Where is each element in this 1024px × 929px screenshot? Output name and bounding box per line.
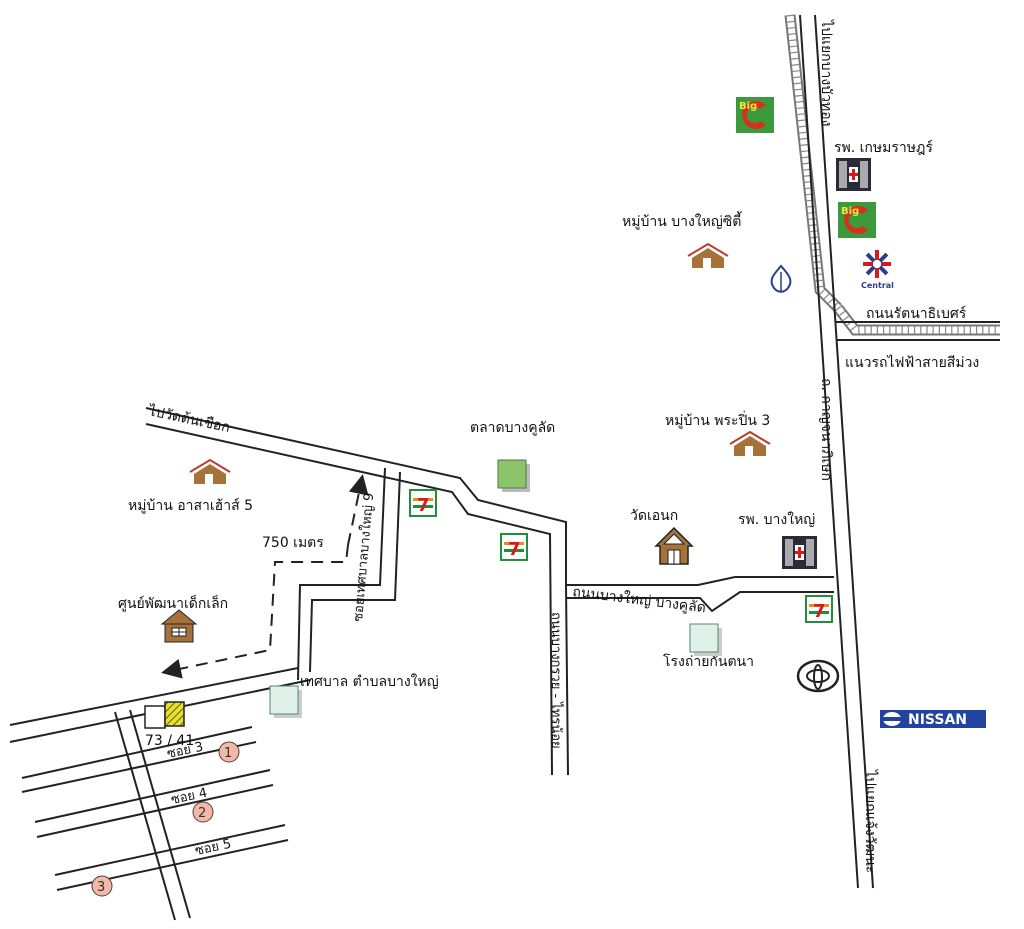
badge-3: 3 bbox=[91, 875, 113, 897]
bangkhulat-market-label: ตลาดบางคูลัด bbox=[470, 420, 555, 436]
bigc-text: Big bbox=[739, 101, 757, 112]
soi5-label: ซอย 5 bbox=[194, 837, 233, 859]
wat-en-label: วัดเอนก bbox=[630, 508, 678, 524]
hosp-kasem-label: รพ. เกษมราษฎร์ bbox=[834, 139, 933, 156]
village-house-icon bbox=[189, 458, 231, 484]
rattanathibet-label: ถนนรัตนาธิเบศร์ bbox=[866, 305, 967, 322]
child-center-label: ศูนย์พัฒนาเด็กเล็ก bbox=[118, 594, 228, 612]
seven-text: 7 bbox=[508, 539, 521, 560]
child-center-icon bbox=[160, 609, 198, 643]
rattanathibet-road bbox=[836, 321, 1000, 341]
purple-line-label: แนวรถไฟฟ้าสายสีม่วง bbox=[845, 354, 979, 371]
nissan-text: NISSAN bbox=[908, 712, 967, 728]
bigc-text: Big bbox=[841, 206, 859, 217]
hosp-bangyai-label: รพ. บางใหญ่ bbox=[738, 511, 815, 528]
badge-2: 2 bbox=[192, 801, 214, 823]
central-logo: Central bbox=[861, 250, 894, 290]
village-phrapin-label: หมู่บ้าน พระปิ่น 3 bbox=[665, 411, 770, 429]
seven-eleven-logo: 7 bbox=[805, 595, 833, 623]
target-plot bbox=[144, 701, 185, 729]
seven-text: 7 bbox=[417, 495, 430, 516]
bangkruai-road-label: ถนนบางกรวย - ไทรน้อย bbox=[548, 612, 564, 749]
purple-line-railway bbox=[784, 14, 1000, 336]
dashed-route bbox=[161, 474, 369, 679]
seven-text: 7 bbox=[813, 601, 826, 622]
badge-1-text: 1 bbox=[224, 746, 232, 761]
badge-3-text: 3 bbox=[97, 880, 105, 895]
bank-icon bbox=[770, 264, 792, 293]
soi3-label: ซอย 3 bbox=[166, 740, 205, 762]
badge-1: 1 bbox=[218, 741, 240, 763]
bigc-logo: Big bbox=[736, 97, 774, 133]
badge-2-text: 2 bbox=[198, 806, 206, 821]
village-house-icon bbox=[729, 430, 771, 456]
studio-icon bbox=[689, 623, 722, 656]
market-icon bbox=[497, 459, 530, 492]
seven-eleven-logo: 7 bbox=[500, 533, 528, 561]
central-text: Central bbox=[861, 281, 894, 290]
to-bang-bua-thong-label: ไปแยกบางบัวทอง bbox=[818, 19, 835, 126]
distance-label: 750 เมตร bbox=[262, 535, 324, 551]
ice-factory-label: โรงถ่ายกันตนา bbox=[663, 653, 754, 670]
municipality-icon bbox=[269, 685, 302, 718]
kanchanaphisek-road bbox=[799, 14, 874, 889]
house-number-label: 73 / 41 bbox=[145, 733, 194, 749]
village-asa-house-label: หมู่บ้าน อาสาเฮ้าส์ 5 bbox=[128, 497, 253, 514]
bangyai-bangkhulat-road bbox=[145, 407, 834, 776]
bangyai-bangkhulat-label: ถนนบางใหญ่ บางคูลัด bbox=[572, 583, 707, 616]
bigc-logo: Big bbox=[838, 202, 876, 238]
to-wat-ton-chueak-label: ไปวัดต้นเชือก bbox=[146, 402, 231, 436]
temple-icon bbox=[654, 526, 694, 565]
hospital-bangyai-icon bbox=[782, 536, 817, 569]
village-bangyai-city-label: หมู่บ้าน บางใหญ่ซิตี้ bbox=[622, 211, 743, 230]
village-house-icon bbox=[687, 242, 729, 268]
to-chaeng-watthana-label: ไปแยกแจ้งวัฒนะ bbox=[862, 769, 879, 873]
soi-roads bbox=[21, 709, 289, 921]
seven-eleven-logo: 7 bbox=[409, 489, 437, 517]
hospital-kasem-icon bbox=[836, 158, 871, 191]
nissan-logo: NISSAN bbox=[880, 710, 986, 728]
tessaban-label: เทศบาล ตำบลบางใหญ่ bbox=[300, 673, 439, 690]
soi-thetsaban-label: ซอยเทศบาลบางใหญ่ 9 bbox=[350, 492, 377, 622]
kanchanaphisek-label: ถ. กาญจนาภิเษก bbox=[818, 378, 834, 481]
toyota-logo bbox=[796, 659, 840, 693]
